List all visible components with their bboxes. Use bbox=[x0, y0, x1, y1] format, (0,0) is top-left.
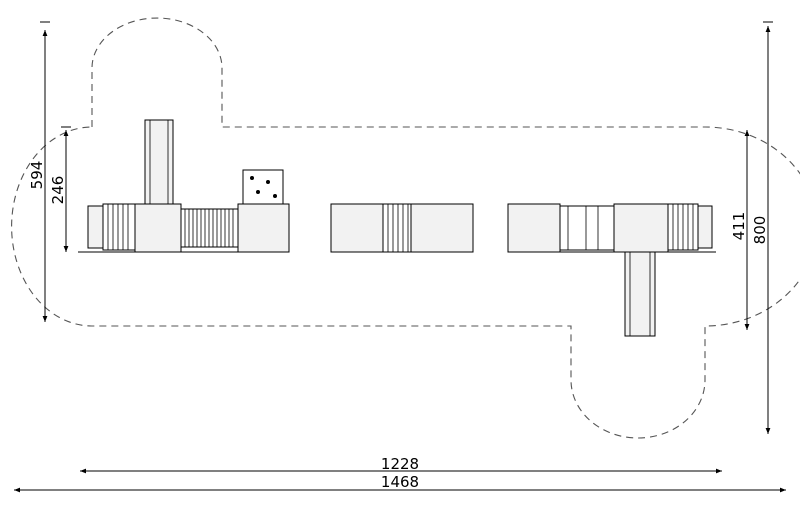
dimension-246-line bbox=[61, 126, 71, 252]
dimension-800-label: 800 bbox=[751, 216, 769, 245]
left-structure bbox=[78, 119, 290, 253]
dimension-246-label: 246 bbox=[49, 176, 67, 205]
middle-structure bbox=[330, 203, 474, 253]
dimension-594-line bbox=[40, 21, 50, 322]
dimension-411-label: 411 bbox=[730, 212, 748, 241]
dimension-800-line bbox=[763, 21, 773, 434]
safety-zone-outline bbox=[11, 17, 800, 439]
dimension-594-label: 594 bbox=[28, 161, 46, 190]
dimension-1228-label: 1228 bbox=[381, 455, 419, 473]
dimension-1468-label: 1468 bbox=[381, 473, 419, 491]
right-structure bbox=[507, 203, 716, 337]
